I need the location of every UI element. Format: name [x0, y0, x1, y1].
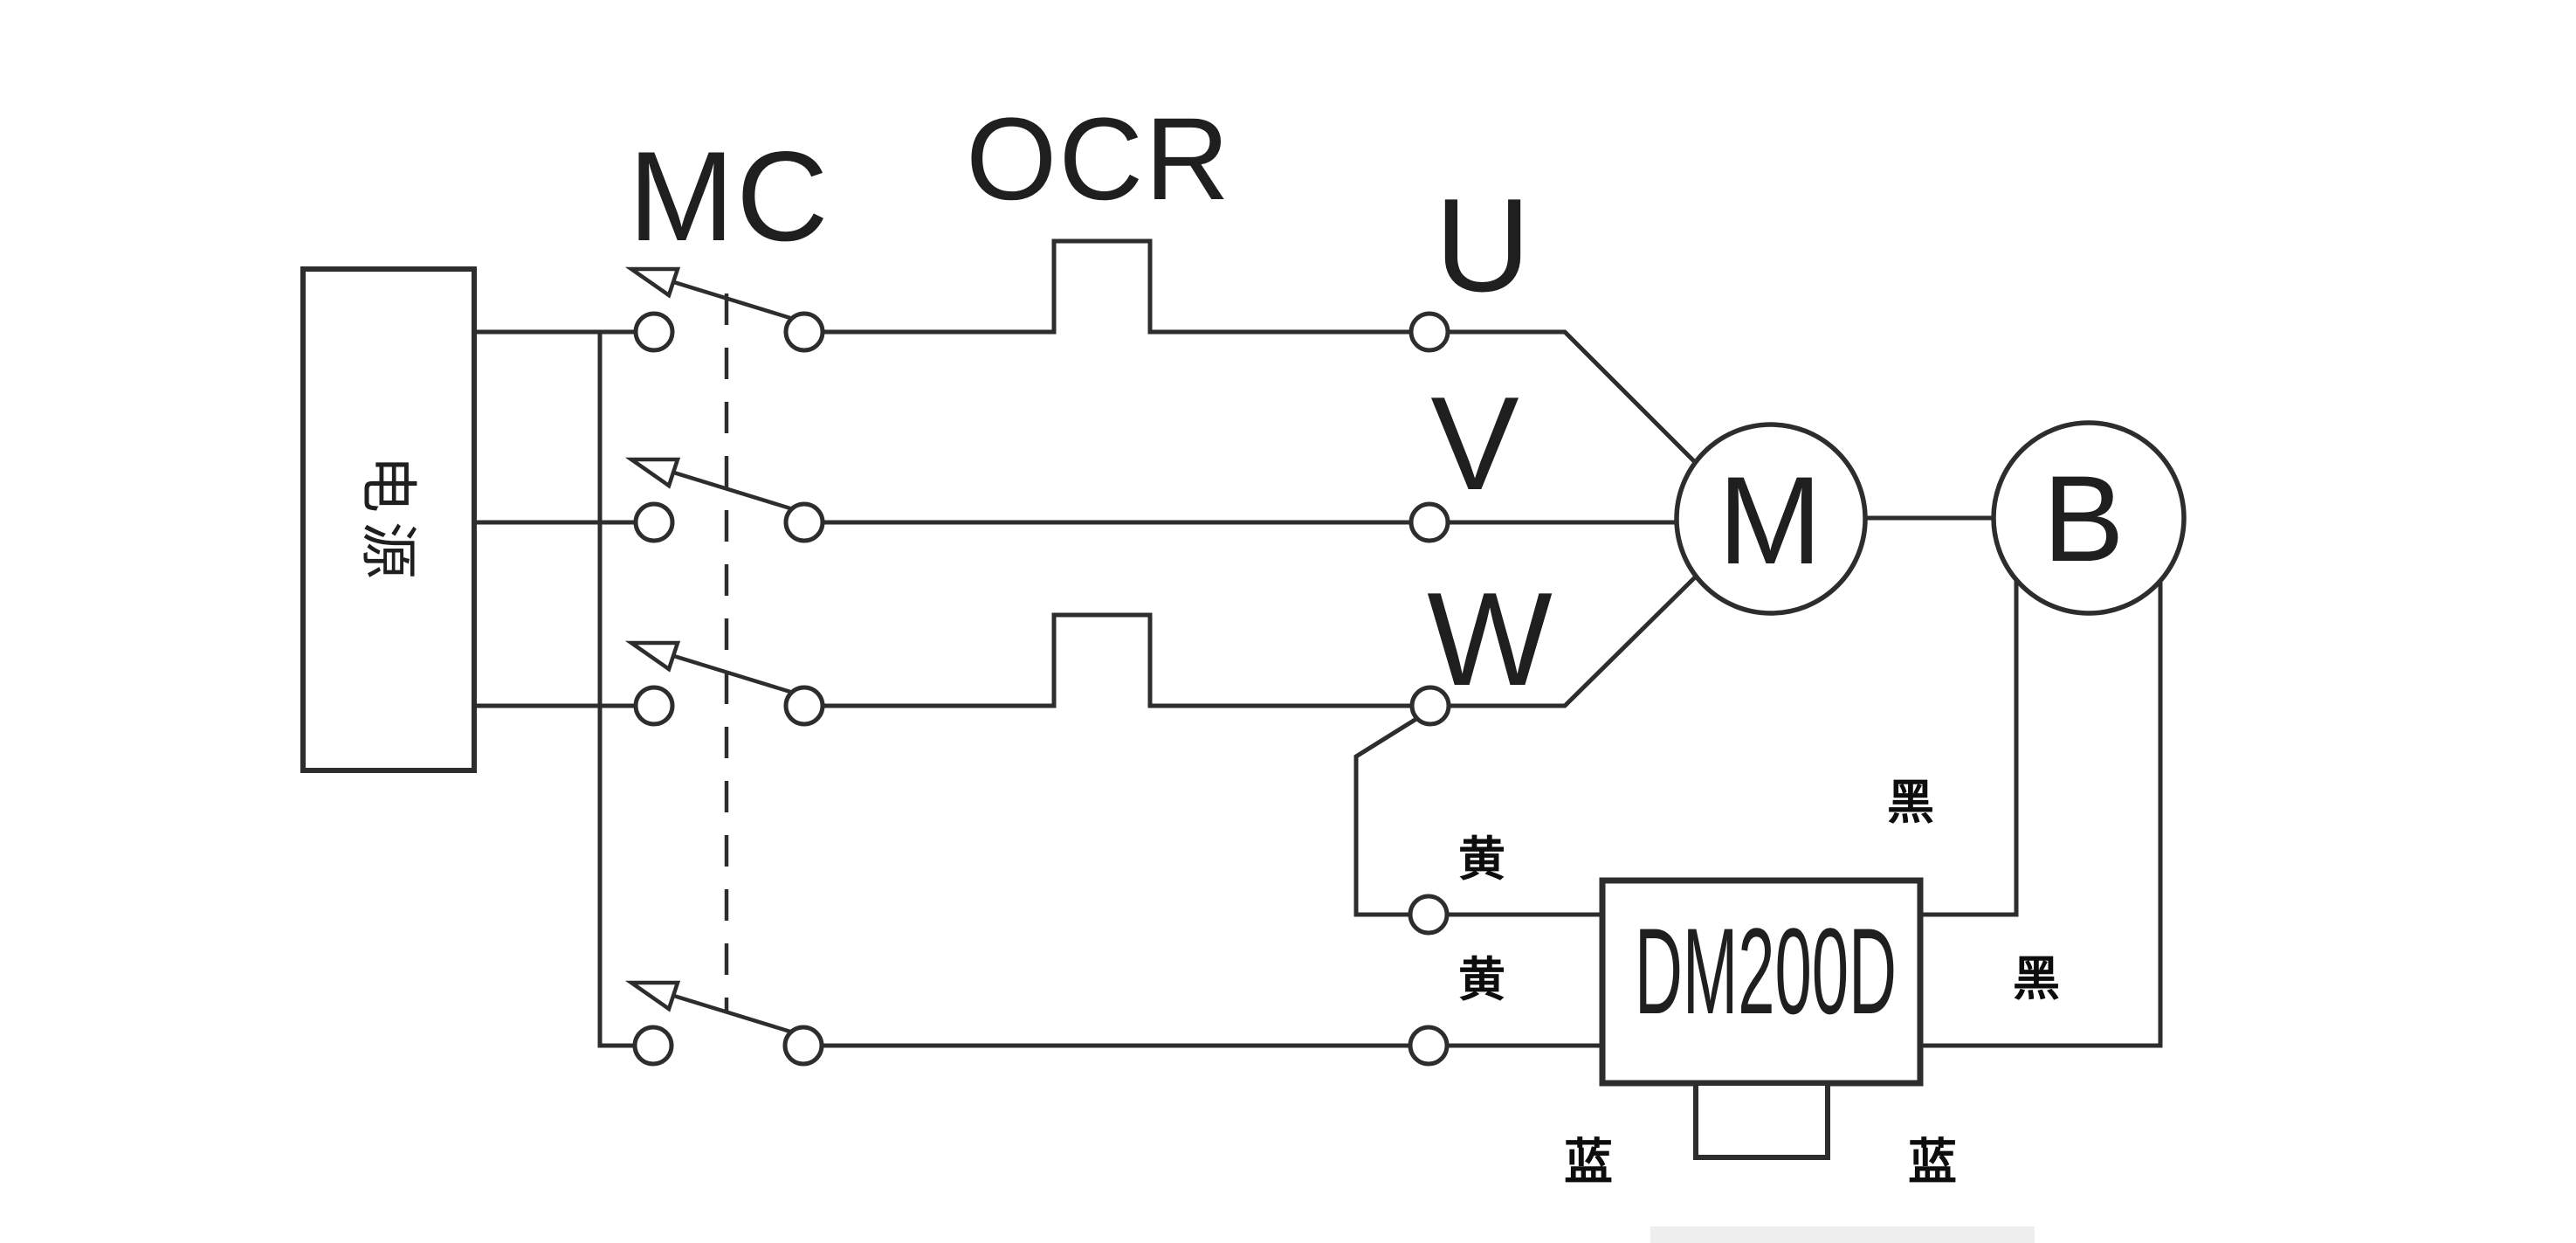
contactor-pole-4 — [624, 980, 791, 1034]
motor-circle — [1674, 422, 1868, 616]
contactor-pole-3 — [624, 640, 791, 694]
wires — [474, 238, 2163, 1048]
switch-arrowhead-icon — [624, 640, 681, 673]
terminal-yellow-upper — [1408, 894, 1450, 936]
overload-relay-label: OCR — [966, 94, 1231, 224]
contact-circle — [633, 501, 675, 543]
wire-black-lower — [1920, 581, 2163, 1048]
phase-u-label: U — [1435, 171, 1531, 320]
contactor-pole-1 — [624, 266, 791, 321]
terminals — [1408, 311, 1451, 1067]
contact-circle — [782, 1025, 824, 1067]
phase-w-label: W — [1427, 565, 1552, 714]
contact-circle — [632, 1025, 674, 1067]
brake-module-box — [1599, 877, 1924, 1087]
switch-arrowhead-icon — [624, 457, 681, 489]
wire-label-yellow-upper: 黄 — [1458, 833, 1505, 886]
brake-module-label: DM200D — [1635, 902, 1897, 1039]
brake-circle — [1991, 420, 2187, 616]
wire-label-blue-left: 蓝 — [1564, 1135, 1613, 1190]
terminal-v — [1409, 501, 1450, 543]
wire-label-blue-right: 蓝 — [1908, 1135, 1957, 1190]
terminal-w — [1409, 685, 1451, 727]
contactor-switches — [624, 266, 825, 1067]
wire-black-upper — [1920, 580, 2019, 917]
contact-circle — [783, 685, 825, 727]
bottom-edge-artifact — [1650, 1226, 2035, 1243]
wire-label-black-upper: 黑 — [1887, 777, 1934, 829]
brake-module-connector-box — [1693, 1081, 1830, 1160]
power-source-label: 电源 — [356, 455, 421, 588]
switch-arrowhead-icon — [624, 980, 681, 1012]
motor-letter: M — [1718, 452, 1822, 590]
wire-yellow-drop — [1353, 716, 1602, 917]
contact-circle — [633, 311, 675, 353]
contactor-label: MC — [628, 125, 830, 267]
wire-row3-main — [804, 575, 1698, 708]
brake-letter: B — [2042, 450, 2124, 587]
terminal-u — [1409, 311, 1450, 353]
wire-label-yellow-lower: 黄 — [1458, 954, 1505, 1006]
switch-arrowhead-icon — [624, 266, 681, 299]
power-source-box — [300, 266, 477, 773]
contact-circle — [633, 685, 675, 727]
phase-v-label: V — [1430, 369, 1519, 518]
contactor-pole-2 — [624, 457, 791, 511]
wire-label-black-lower: 黑 — [2013, 953, 2060, 1005]
contact-circle — [783, 311, 825, 353]
wire-row1-main — [804, 238, 1697, 464]
terminal-yellow-lower — [1408, 1025, 1450, 1067]
contact-circle — [783, 501, 825, 543]
